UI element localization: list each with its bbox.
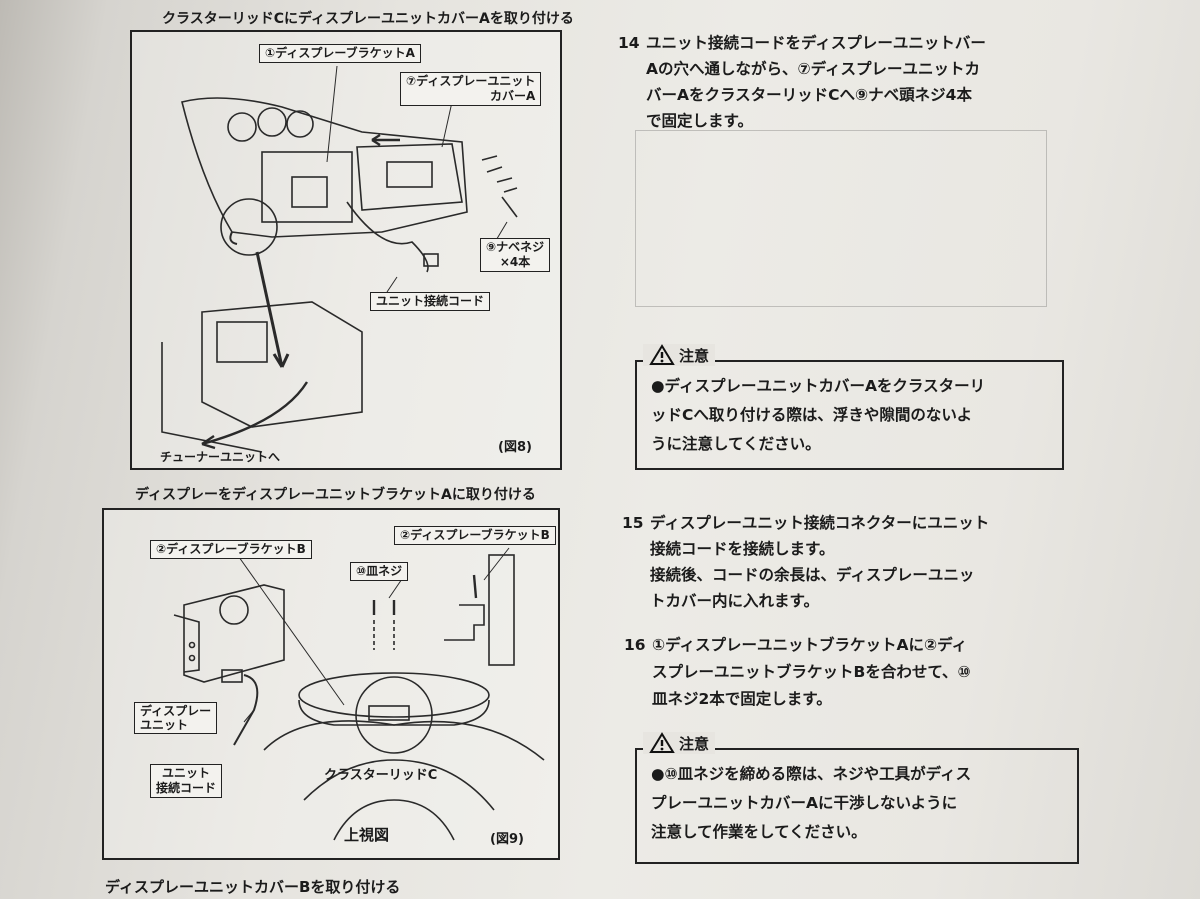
label-display-unit: ディスプレー ユニット <box>134 702 218 734</box>
warning-icon <box>649 344 675 365</box>
step-14-number: 14 <box>618 34 640 52</box>
label-to-tuner: チューナーユニットへ <box>160 450 281 464</box>
label-unit-cord-fig9-line1: ユニット <box>162 766 211 780</box>
figure-9: ②ディスプレーブラケットB ②ディスプレーブラケットB ⑩皿ネジ ディスプレー … <box>102 508 560 860</box>
label-bracket-b-left: ②ディスプレーブラケットB <box>150 540 312 559</box>
caution-2-line3: 注意して作業をしてください。 <box>651 823 867 841</box>
caption-cover-b: ディスプレーユニットカバーBを取り付ける <box>105 878 401 896</box>
label-display-unit-line2: ユニット <box>140 718 189 732</box>
step-15: 15 ディスプレーユニット接続コネクターにユニット 接続コードを接続します。 接続… <box>622 510 989 614</box>
step-15-line4: トカバー内に入れます。 <box>650 592 819 610</box>
step-14-line2: Aの穴へ通しながら、⑦ディスプレーユニットカ <box>646 60 981 78</box>
figure-8-drawing <box>161 65 518 453</box>
show-through-figure <box>635 130 1047 307</box>
step-16-number: 16 <box>624 636 646 654</box>
figure-8: ①ディスプレーブラケットA ⑦ディスプレーユニット カバーA ⑨ナベネジ ×4本… <box>130 30 562 470</box>
caution-1: 注意 ●ディスプレーユニットカバーAをクラスターリ ッドCへ取り付ける際は、浮き… <box>635 344 1064 470</box>
label-cover-a: ⑦ディスプレーユニット カバーA <box>400 72 542 106</box>
step-15-line3: 接続後、コードの余長は、ディスプレーユニッ <box>650 566 975 584</box>
label-cover-a-line1: ⑦ディスプレーユニット <box>406 74 536 88</box>
step-15-line2: 接続コードを接続します。 <box>650 540 835 558</box>
label-bracket-b-right: ②ディスプレーブラケットB <box>394 526 556 545</box>
caution-2: 注意 ●⑩皿ネジを締める際は、ネジや工具がディス プレーユニットカバーAに干渉し… <box>635 732 1079 864</box>
label-flat-screw: ⑩皿ネジ <box>350 562 409 581</box>
step-14-line1: ユニット接続コードをディスプレーユニットバー <box>646 34 986 52</box>
caution-2-line1: ●⑩皿ネジを締める際は、ネジや工具がディス <box>651 765 972 783</box>
label-bracket-a: ①ディスプレーブラケットA <box>259 44 421 63</box>
label-pan-screws-line2: ×4本 <box>499 255 531 269</box>
step-14: 14 ユニット接続コードをディスプレーユニットバー Aの穴へ通しながら、⑦ディスプ… <box>618 30 986 134</box>
figure-9-number: (図9) <box>490 832 524 847</box>
caution-1-line3: うに注意してください。 <box>651 435 821 453</box>
caution-1-title: 注意 <box>679 346 710 365</box>
step-16-line2: スプレーユニットブラケットBを合わせて、⑩ <box>652 663 971 681</box>
figure-8-number: (図8) <box>498 440 532 455</box>
caution-2-header: 注意 <box>643 732 716 754</box>
label-unit-cord-fig9: ユニット 接続コード <box>150 764 223 798</box>
caution-2-title: 注意 <box>679 734 710 753</box>
label-lid-c: クラスターリッドC <box>324 768 438 783</box>
caution-1-header: 注意 <box>643 344 716 366</box>
label-pan-screws: ⑨ナベネジ ×4本 <box>480 238 551 272</box>
label-pan-screws-line1: ⑨ナベネジ <box>486 240 545 254</box>
step-15-number: 15 <box>622 514 644 532</box>
caption-fig8: クラスターリッドCにディスプレーユニットカバーAを取り付ける <box>162 11 574 27</box>
label-cover-a-line2: カバーA <box>490 89 536 103</box>
step-14-line4: で固定します。 <box>646 112 753 130</box>
caption-fig9: ディスプレーをディスプレーユニットブラケットAに取り付ける <box>135 487 536 503</box>
step-16: 16 ①ディスプレーユニットブラケットAに②ディ スプレーユニットブラケットBを合… <box>624 632 971 713</box>
caution-1-line2: ッドCへ取り付ける際は、浮きや隙間のないよ <box>651 406 973 424</box>
label-top-view: 上視図 <box>344 826 390 844</box>
step-14-line3: バーAをクラスターリッドCへ⑨ナベ頭ネジ4本 <box>646 86 972 104</box>
label-display-unit-line1: ディスプレー <box>140 704 212 718</box>
step-16-line3: 皿ネジ2本で固定します。 <box>652 690 832 708</box>
step-16-line1: ①ディスプレーユニットブラケットAに②ディ <box>652 636 968 654</box>
step-15-line1: ディスプレーユニット接続コネクターにユニット <box>650 514 990 532</box>
caution-2-line2: プレーユニットカバーAに干渉しないように <box>651 794 958 812</box>
caution-1-line1: ●ディスプレーユニットカバーAをクラスターリ <box>651 377 986 395</box>
warning-icon <box>649 732 675 753</box>
label-unit-cord-fig9-line2: 接続コード <box>156 781 217 795</box>
figure-9-drawing <box>173 547 545 841</box>
label-unit-cord: ユニット接続コード <box>370 292 491 311</box>
